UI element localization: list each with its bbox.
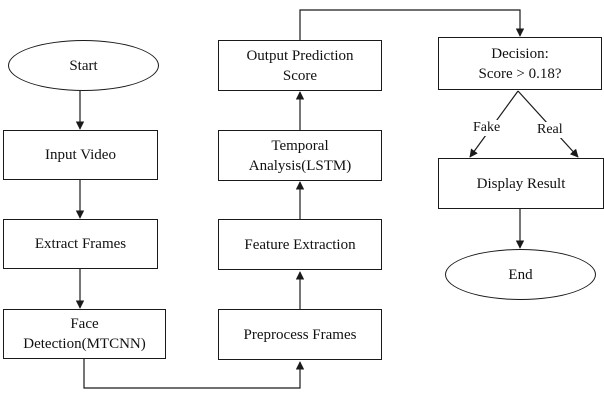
extract-frames-node: Extract Frames [3, 219, 158, 269]
feature-extraction-node: Feature Extraction [218, 219, 382, 270]
output-prediction-node: Output Prediction Score [218, 40, 382, 91]
preprocess-frames-node: Preprocess Frames [218, 309, 382, 360]
input-video-node: Input Video [3, 130, 158, 180]
edge-face-detection-to-preprocess [83, 359, 305, 389]
temporal-analysis-node: Temporal Analysis(LSTM) [218, 130, 382, 181]
start-node: Start [8, 40, 159, 91]
edge-label-real: Real [536, 122, 564, 138]
end-node: End [445, 249, 596, 300]
face-detection-node: Face Detection(MTCNN) [3, 309, 166, 359]
display-result-node: Display Result [438, 158, 604, 209]
edge-output-to-decision [299, 9, 525, 40]
decision-node: Decision: Score > 0.18? [438, 37, 602, 90]
edge-label-fake: Fake [472, 120, 502, 136]
